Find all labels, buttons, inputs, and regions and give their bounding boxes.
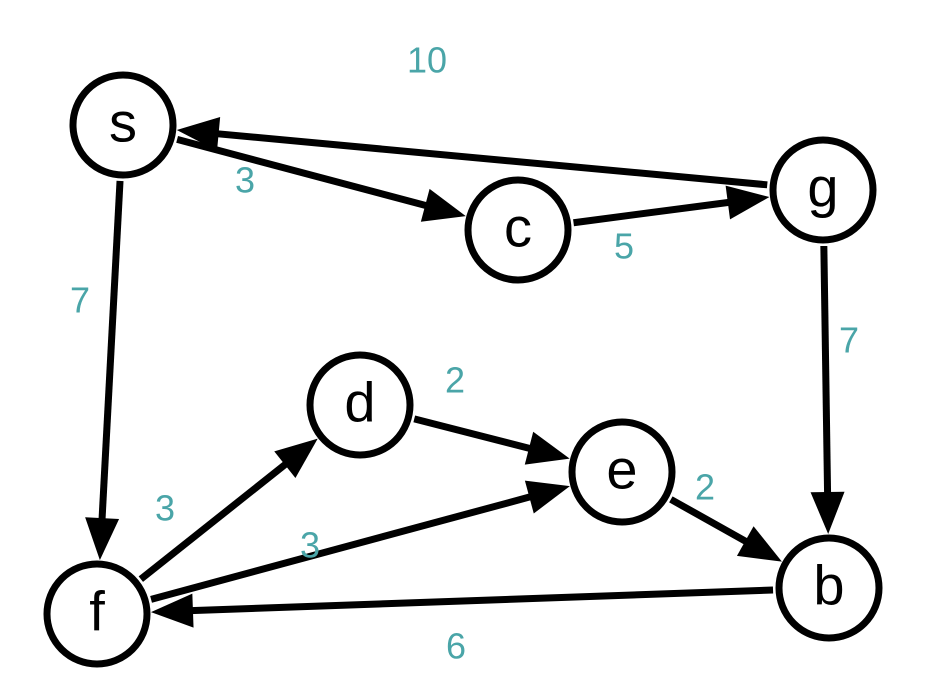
arrowhead-icon [810,491,845,535]
edge-weight-c-g: 5 [614,226,634,267]
node-f: f [43,560,151,668]
edge-s-c [176,136,466,222]
node-label: b [813,554,844,617]
node-d: d [306,351,414,459]
node-label: s [109,91,137,154]
edge-line [98,180,124,521]
edge-line [150,493,533,603]
node-b: b [775,534,883,642]
arrowhead-icon [150,593,194,628]
edge-weight-g-s: 10 [407,40,447,81]
arrowhead-icon [524,480,570,514]
node-label: f [89,580,105,643]
node-e: e [568,418,676,526]
arrowhead-icon [524,431,570,465]
arrowhead-icon [736,526,782,562]
node-s: s [69,71,177,179]
node-label: d [344,371,375,434]
edge-f-d [138,438,318,582]
node-circle [464,176,572,284]
weight-labels-layer: 10 3 5 7 7 2 2 3 3 6 [70,40,859,667]
node-label: c [504,196,532,259]
arrowhead-icon [420,188,466,222]
edge-weight-d-e: 2 [445,360,465,401]
edge-b-f [150,586,774,628]
edge-weight-s-f: 7 [70,280,90,321]
node-c: c [464,176,572,284]
edge-line [820,245,832,495]
edges-layer [85,116,845,628]
edge-line [190,586,774,615]
edge-g-b [810,245,845,535]
node-circle [306,351,414,459]
arrowhead-icon [725,185,770,220]
nodes-layer: s c g d e f b [43,71,883,668]
node-circle [769,136,877,244]
edge-weight-e-b: 2 [695,467,715,508]
edge-weight-s-c: 3 [235,160,255,201]
arrowhead-icon [274,438,318,479]
node-label: g [807,156,838,219]
edge-g-s [176,116,768,189]
edge-weight-f-d: 3 [155,488,175,529]
node-g: g [769,136,877,244]
edge-c-g [573,185,770,227]
edge-f-e [150,480,570,603]
edge-line [413,415,532,453]
edge-weight-g-b: 7 [839,320,859,361]
node-label: e [606,438,637,501]
edge-d-e [413,415,570,465]
edge-line [138,460,289,582]
node-circle [43,560,151,668]
edge-s-f [85,180,124,561]
edge-weight-f-e: 3 [300,525,320,566]
edge-weight-b-f: 6 [446,626,466,667]
edge-line [669,496,749,546]
node-circle [69,71,177,179]
arrowhead-icon [176,116,221,151]
edge-line [216,130,768,189]
edge-e-b [669,496,782,562]
edge-line [573,198,731,227]
node-circle [775,534,883,642]
edge-line [176,136,429,210]
node-circle [568,418,676,526]
arrowhead-icon [85,517,120,561]
